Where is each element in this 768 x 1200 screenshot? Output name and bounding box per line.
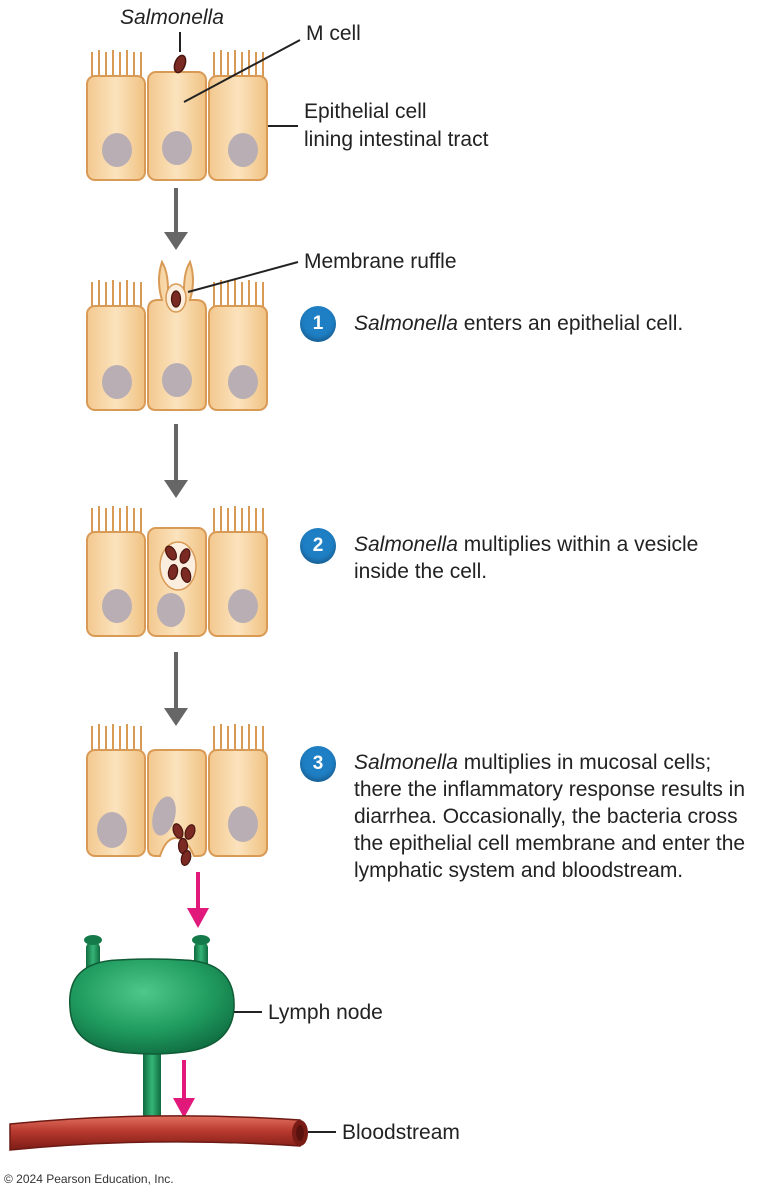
step-3-organism: Salmonella: [354, 751, 458, 774]
magenta-arrow: [187, 872, 209, 928]
membrane-ruffle-label: Membrane ruffle: [304, 250, 457, 273]
lymph-vessel: [143, 1040, 161, 1132]
lymph-node: Lymph node: [69, 935, 383, 1132]
step-2-organism: Salmonella: [354, 533, 458, 556]
salmonella-bacterium: [180, 567, 192, 583]
nucleus: [102, 589, 132, 623]
down-arrow: [164, 424, 188, 498]
epithelial-cell: [208, 506, 268, 637]
salmonella-bacterium: [184, 824, 196, 840]
membrane-ruffle-pointer-line: [187, 261, 299, 293]
m-cell-with-ruffle: [147, 259, 207, 411]
epithelial-cell: [208, 50, 268, 181]
salmonella-bacterium: [180, 850, 192, 866]
nucleus: [228, 806, 258, 842]
step-2-badge: 2: [300, 528, 336, 564]
step-1-badge: 1: [300, 306, 336, 342]
epithelial-cell: [208, 280, 268, 411]
m-cell: [147, 71, 207, 181]
blood-vessel: Bloodstream: [9, 1115, 460, 1151]
magenta-arrow: [173, 1060, 195, 1118]
nucleus: [157, 593, 185, 627]
step-1-text: Salmonella enters an epithelial cell.: [354, 310, 754, 337]
nucleus: [162, 363, 192, 397]
salmonella-bacterium: [164, 545, 178, 561]
step-3-text: Salmonella multiplies in mucosal cells; …: [354, 749, 754, 884]
salmonella-bacterium: [167, 563, 179, 581]
salmonella-bacterium: [172, 823, 184, 839]
salmonella-bacterium: [170, 290, 182, 308]
bloodstream-label: Bloodstream: [342, 1121, 460, 1144]
nucleus: [102, 365, 132, 399]
down-arrow: [164, 188, 188, 250]
epithelial-cell: [208, 724, 268, 857]
nucleus: [152, 796, 176, 836]
step-3-description: multiplies in mucosal cells; there the i…: [354, 751, 746, 882]
lymph-node-label: Lymph node: [268, 1001, 383, 1024]
m-cell-label: M cell: [306, 22, 361, 45]
epithelial-cell: [86, 724, 146, 857]
nucleus: [228, 589, 258, 623]
stage-initial: Salmonella M cell Epithelial cell lining…: [86, 6, 489, 181]
m-cell-pointer-line: [183, 39, 301, 103]
salmonella-bacterium: [179, 548, 191, 564]
nucleus: [228, 365, 258, 399]
m-cell-with-vesicle: [147, 527, 207, 637]
step-2-description: multiplies within a vesicle inside the c…: [354, 533, 699, 583]
salmonella-bacterium: [173, 54, 187, 74]
stage-1-entry: Membrane ruffle: [86, 250, 457, 411]
nucleus: [162, 131, 192, 165]
stage-3-exit: [86, 724, 268, 866]
step-2-text: Salmonella multiplies within a vesicle i…: [354, 531, 754, 585]
stage-2-multiplication: [86, 506, 268, 637]
epithelial-label-line1: Epithelial cell: [304, 100, 427, 123]
epithelial-cell: [86, 280, 146, 411]
salmonella-label: Salmonella: [120, 6, 224, 29]
down-arrow: [164, 652, 188, 726]
epithelial-cell: [86, 506, 146, 637]
epithelial-label-line2: lining intestinal tract: [304, 128, 489, 151]
copyright-notice: © 2024 Pearson Education, Inc.: [4, 1172, 174, 1186]
step-1-description: enters an epithelial cell.: [457, 312, 684, 335]
nucleus: [102, 133, 132, 167]
nucleus: [97, 812, 127, 848]
epithelial-cell: [86, 50, 146, 181]
m-cell-releasing: [147, 749, 207, 866]
nucleus: [228, 133, 258, 167]
step-3-badge: 3: [300, 746, 336, 782]
step-1-organism: Salmonella: [354, 312, 458, 335]
